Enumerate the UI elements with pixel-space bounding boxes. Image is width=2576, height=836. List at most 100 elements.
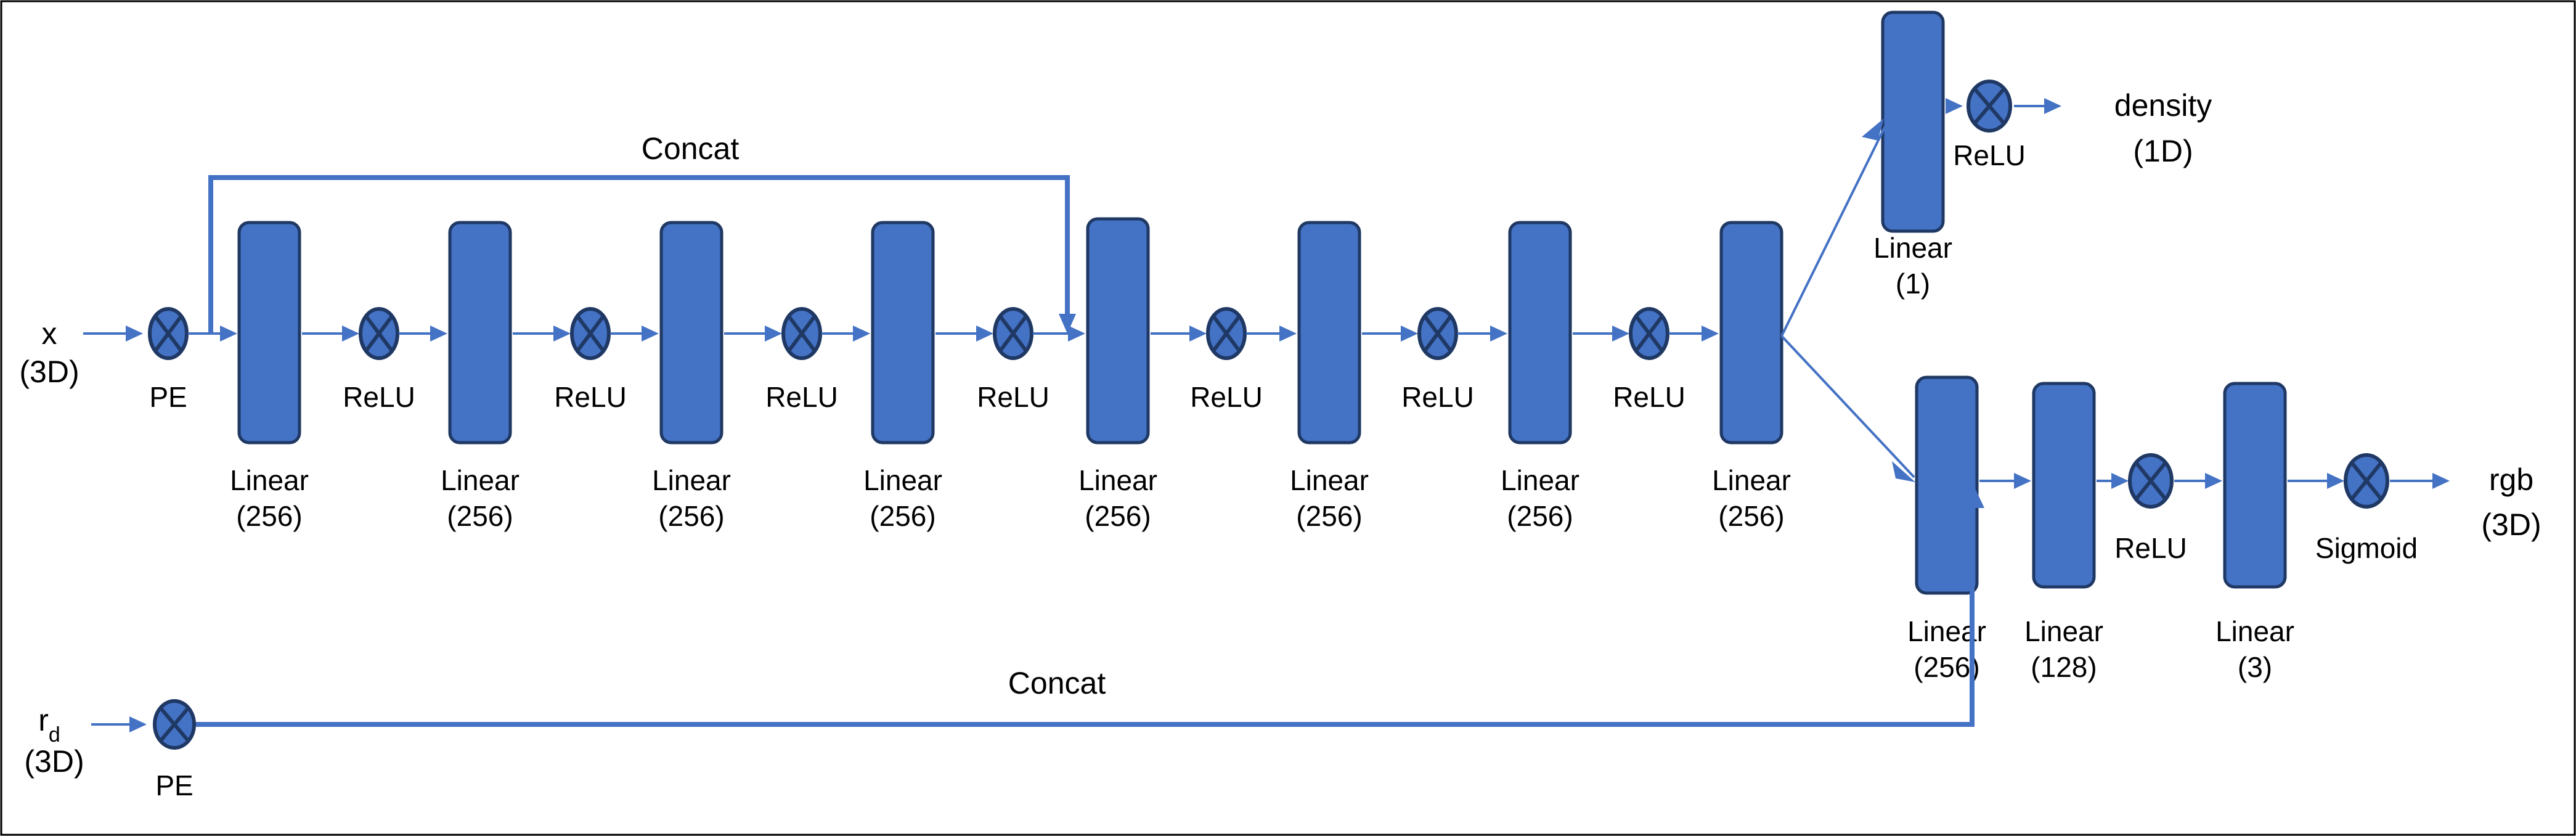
trunk-relu-7-cross-b xyxy=(1634,314,1665,353)
trunk-linear-2-label: Linear xyxy=(441,464,520,496)
trunk-linear-7-size: (256) xyxy=(1507,500,1573,532)
pe-x-cross-b xyxy=(153,314,184,353)
trunk-relu-2-label: ReLU xyxy=(554,381,627,413)
input-rd-label: rd xyxy=(38,703,60,747)
skip-concat-x-head xyxy=(1059,314,1076,334)
color-sigmoid-cross-b xyxy=(2350,461,2383,501)
trunk-linear-3-label: Linear xyxy=(652,464,731,496)
trunk-linear-5 xyxy=(1086,217,1150,445)
trunk-linear-8-size: (256) xyxy=(1718,500,1784,532)
trunk-linear-8-label: Linear xyxy=(1712,464,1791,496)
trunk-linear-8 xyxy=(1719,221,1783,445)
skip-concat-rd-head xyxy=(1960,482,1984,508)
input-x-label: x xyxy=(42,316,57,351)
trunk-linear-2-size: (256) xyxy=(447,500,513,532)
color-linear-3-size: (3) xyxy=(2238,651,2272,683)
color-linear-1-size: (256) xyxy=(1914,651,1979,683)
trunk-linear-6-size: (256) xyxy=(1296,500,1362,532)
trunk-linear-1-label: Linear xyxy=(230,464,309,496)
trunk-relu-7-label: ReLU xyxy=(1613,381,1685,413)
input-rd-arrow-head xyxy=(129,716,147,732)
trunk-relu-2-cross-b xyxy=(576,314,605,353)
arrow-denlinear-relu-head xyxy=(1946,98,1963,114)
rgb-output-label: rgb xyxy=(2489,462,2533,497)
trunk-linear-1-size: (256) xyxy=(236,500,302,532)
trunk-relu-1-label: ReLU xyxy=(343,381,415,413)
density-relu-label: ReLU xyxy=(1953,139,2026,171)
trunk-relu-3-label: ReLU xyxy=(765,381,838,413)
branch-to-color-line xyxy=(1780,335,1915,478)
color-linear-1 xyxy=(1915,375,1979,595)
arrow-pe-to-linear1-head xyxy=(220,326,237,342)
trunk-linear-6 xyxy=(1297,221,1361,445)
input-rd-dim: (3D) xyxy=(24,744,84,779)
density-linear xyxy=(1881,10,1945,233)
color-linear-2-label: Linear xyxy=(2024,615,2103,647)
arrow-relu-l2-head xyxy=(430,326,447,342)
arrow-l6-relu-head xyxy=(1401,326,1418,342)
trunk-linear-1 xyxy=(237,221,301,445)
input-x-arrow-head xyxy=(126,326,143,342)
trunk-linear-3-size: (256) xyxy=(658,500,724,532)
skip-concat-rd-label: Concat xyxy=(1008,666,1106,700)
arrow-l2-relu-head xyxy=(553,326,571,342)
branch-to-density-head xyxy=(1862,118,1884,141)
density-output-label: density xyxy=(2114,88,2212,123)
arrow-l5-relu-head xyxy=(1189,326,1207,342)
color-linear-3 xyxy=(2223,382,2287,589)
input-x-dim: (3D) xyxy=(19,354,79,389)
color-sigmoid-label: Sigmoid xyxy=(2315,532,2418,564)
trunk-linear-4 xyxy=(871,221,935,445)
trunk-relu-5-label: ReLU xyxy=(1190,381,1263,413)
density-output-dim: (1D) xyxy=(2133,134,2193,168)
arrow-c2-relu-head xyxy=(2111,473,2129,489)
trunk-linear-5-label: Linear xyxy=(1078,464,1157,496)
trunk-linear-6-label: Linear xyxy=(1290,464,1369,496)
trunk-linear-7 xyxy=(1508,221,1572,445)
arrow-l4-relu-head xyxy=(976,326,993,342)
trunk-relu-1-cross-b xyxy=(364,314,394,353)
arrow-relu-l4-head xyxy=(853,326,870,342)
trunk-linear-4-size: (256) xyxy=(870,500,935,532)
color-linear-3-label: Linear xyxy=(2215,615,2294,647)
arrow-c1-c2-head xyxy=(2014,473,2031,489)
arrow-relu-density-head xyxy=(2044,98,2061,114)
color-linear-2 xyxy=(2032,382,2096,589)
branch-to-color-head xyxy=(1892,461,1915,482)
trunk-linear-7-label: Linear xyxy=(1501,464,1579,496)
trunk-relu-5-cross-b xyxy=(1212,314,1241,353)
trunk-linear-5-size: (256) xyxy=(1085,500,1151,532)
arrow-c3-sigmoid-head xyxy=(2327,473,2344,489)
trunk-linear-3 xyxy=(659,221,723,445)
trunk-relu-4-cross-b xyxy=(998,314,1028,353)
trunk-relu-3-cross-b xyxy=(787,314,817,353)
density-linear-label: Linear xyxy=(1873,232,1952,264)
branch-to-density-line xyxy=(1780,126,1886,337)
density-linear-size: (1) xyxy=(1896,268,1930,300)
pe-rd-label: PE xyxy=(155,769,193,801)
skip-concat-rd-line xyxy=(196,506,1975,727)
arrow-relu-c3-head xyxy=(2205,473,2222,489)
arrow-l3-relu-head xyxy=(765,326,782,342)
trunk-relu-6-cross-b xyxy=(1422,314,1453,353)
trunk-relu-4-label: ReLU xyxy=(977,381,1050,413)
arrow-relu-l8-head xyxy=(1702,326,1719,342)
density-relu-cross-b xyxy=(1973,87,2006,125)
arrow-relu-l5-head xyxy=(1068,326,1085,342)
rgb-output-dim: (3D) xyxy=(2481,507,2541,542)
arrow-sigmoid-rgb-head xyxy=(2432,473,2450,489)
color-relu-label: ReLU xyxy=(2114,532,2187,564)
pe-x-label: PE xyxy=(149,381,187,413)
trunk-relu-6-label: ReLU xyxy=(1401,381,1474,413)
arrow-relu-l7-head xyxy=(1490,326,1507,342)
skip-concat-x-label: Concat xyxy=(642,131,740,166)
arrow-relu-l6-head xyxy=(1279,326,1297,342)
arrow-relu-l3-head xyxy=(642,326,659,342)
trunk-linear-4-label: Linear xyxy=(863,464,942,496)
trunk-linear-2 xyxy=(448,221,512,445)
color-linear-2-size: (128) xyxy=(2031,651,2097,683)
color-relu-cross-b xyxy=(2134,461,2167,501)
